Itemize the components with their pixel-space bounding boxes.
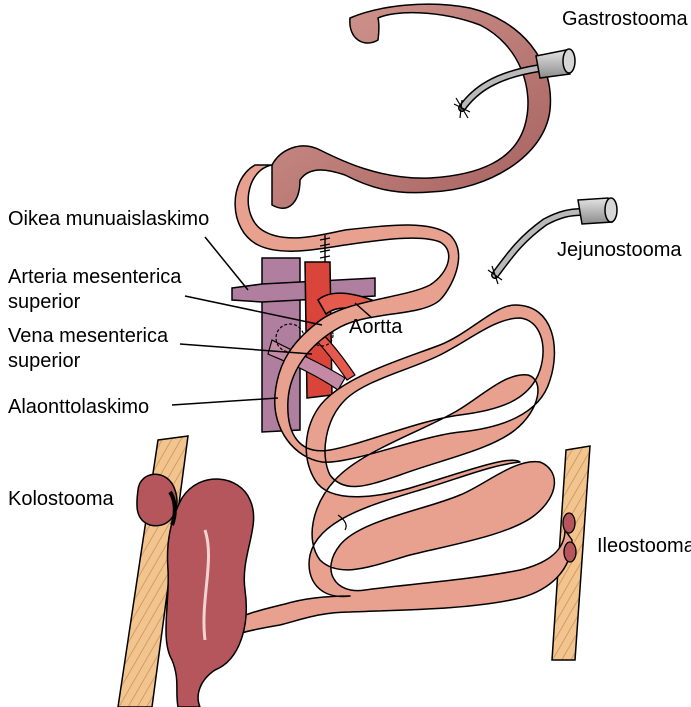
label-colostomy: Kolostooma	[8, 488, 114, 510]
label-ivc: Alaonttolaskimo	[8, 396, 149, 418]
label-right-renal-vein: Oikea munuaislaskimo	[8, 208, 209, 230]
label-sma-line1: Arteria mesenterica	[8, 266, 182, 288]
label-ileostomy: Ileostooma	[597, 535, 691, 557]
label-smv-line1: Vena mesenterica	[8, 325, 169, 347]
label-jejunostomy: Jejunostooma	[557, 239, 682, 261]
gastrostomy-tube	[454, 49, 575, 118]
label-gastrostomy: Gastrostooma	[562, 8, 688, 30]
stomach	[272, 4, 550, 208]
small-intestine	[225, 165, 572, 640]
label-aorta: Aortta	[349, 316, 403, 338]
label-sma-line2: superior	[8, 291, 81, 313]
label-smv-line2: superior	[8, 350, 81, 372]
